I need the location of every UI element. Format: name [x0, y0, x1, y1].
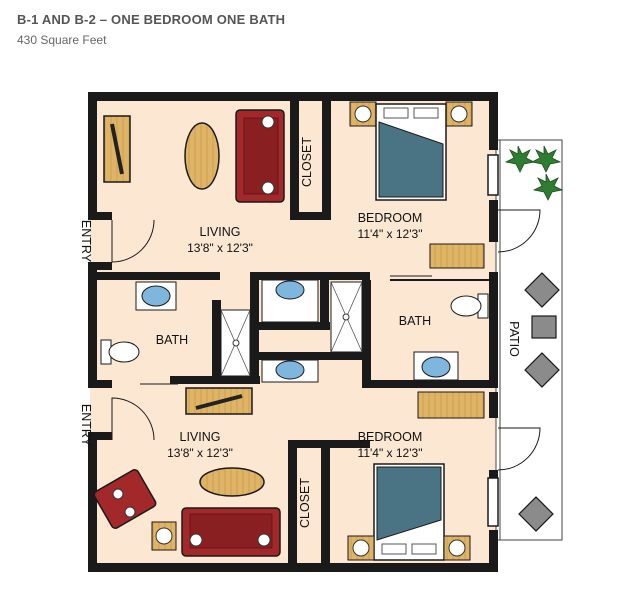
- label-living-bottom: LIVING: [180, 430, 221, 444]
- label-entry-top: ENTRY: [79, 220, 93, 263]
- bed-bottom: [373, 463, 445, 561]
- nightstand-top-left: [349, 101, 377, 127]
- label-bath-left: BATH: [156, 333, 188, 347]
- sofa-bottom: [181, 507, 281, 557]
- dim-living-bottom: 13'8" x 12'3": [167, 446, 233, 460]
- label-patio: PATIO: [507, 321, 521, 357]
- plan-subtitle: 430 Square Feet: [17, 33, 107, 47]
- side-table-bottom: [151, 521, 177, 551]
- toilet-bath-left: [100, 339, 140, 365]
- bed-top: [375, 103, 447, 201]
- label-entry-bottom: ENTRY: [79, 404, 93, 447]
- shower-right: [330, 281, 363, 353]
- tv-stand-bottom: [185, 387, 253, 415]
- shower-left: [220, 309, 251, 377]
- patio-plants: [504, 145, 564, 201]
- windows: [487, 154, 499, 527]
- nightstand-bottom-right: [443, 535, 471, 561]
- sink-middle-bottom: [261, 359, 319, 383]
- label-bedroom-top: BEDROOM: [358, 211, 423, 225]
- sink-bath-left: [135, 281, 177, 311]
- dim-bedroom-top: 11'4" x 12'3": [358, 227, 423, 241]
- dim-living-top: 13'8" x 12'3": [187, 241, 253, 255]
- tv-stand-top: [103, 115, 131, 183]
- label-bedroom-bottom: BEDROOM: [358, 430, 423, 444]
- nightstand-top-right: [445, 101, 473, 127]
- sink-middle-top: [261, 279, 319, 323]
- dim-bedroom-bottom: 11'4" x 12'3": [358, 446, 423, 460]
- armchair-bottom: [93, 469, 157, 529]
- closet-doors: [325, 100, 328, 562]
- sofa-top: [235, 109, 285, 203]
- dresser-bottom: [417, 391, 485, 419]
- label-bath-right: BATH: [399, 314, 431, 328]
- sink-bath-right: [413, 351, 459, 381]
- toilet-bath-right: [450, 293, 489, 319]
- dresser-top: [429, 243, 485, 269]
- patio: [495, 139, 563, 541]
- door-swings: [111, 209, 541, 471]
- walls: [88, 92, 498, 572]
- nightstand-bottom-left: [347, 535, 375, 561]
- label-closet-top: CLOSET: [300, 137, 314, 187]
- label-closet-bottom: CLOSET: [298, 478, 312, 528]
- label-living-top: LIVING: [200, 225, 241, 239]
- patio-chairs: [518, 272, 560, 532]
- coffee-table-bottom: [199, 467, 265, 497]
- coffee-table-top: [184, 122, 220, 190]
- plan-title: B-1 AND B-2 – ONE BEDROOM ONE BATH: [17, 12, 286, 27]
